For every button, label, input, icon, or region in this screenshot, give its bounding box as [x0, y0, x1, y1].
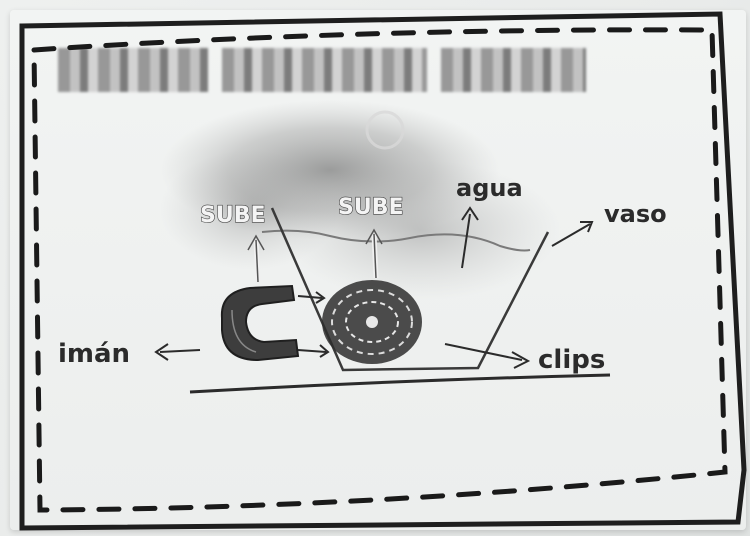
force-arrow — [298, 350, 326, 352]
magnet-drawing — [222, 286, 298, 360]
label-sube-right: SUBE — [338, 195, 404, 220]
iman-arrow — [160, 350, 200, 352]
label-sube-left: SUBE — [200, 203, 266, 228]
force-arrow — [298, 296, 322, 298]
table-line — [190, 375, 610, 392]
label-iman: imán — [58, 339, 130, 369]
label-vaso: vaso — [604, 200, 667, 228]
label-clips: clips — [538, 345, 605, 375]
clips-drawing — [322, 280, 422, 364]
label-agua: agua — [456, 174, 523, 202]
